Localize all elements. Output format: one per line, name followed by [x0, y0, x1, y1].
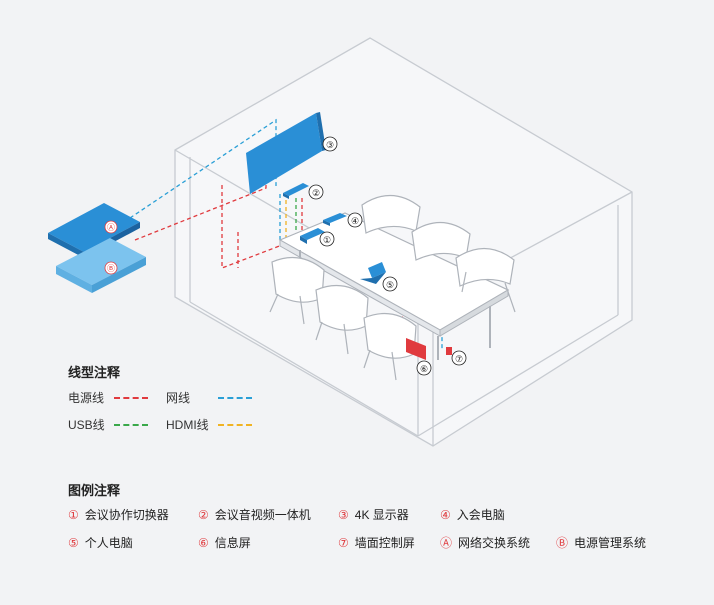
legend-item-power-manager: Ⓑ 电源管理系统 [556, 534, 646, 551]
usb-line-swatch [114, 424, 148, 426]
callout-A: Ⓐ [107, 223, 115, 232]
legend-label: 会议协作切换器 [84, 508, 169, 522]
line-label-usb: USB线 [68, 418, 105, 432]
callout-markers: Ⓐ Ⓑ ③ ② ④ ① ⑤ ⑥ ⑦ [104, 136, 467, 376]
legend-item-av-bar: ② 会议音视频一体机 [198, 506, 311, 523]
laptop-icon [360, 262, 386, 284]
legend-item-wall-control: ⑦ 墙面控制屏 [338, 534, 415, 551]
callout-6: ⑥ [420, 364, 428, 374]
callout-2: ② [312, 188, 320, 198]
line-types-title: 线型注释 [68, 365, 121, 380]
legend-label: 信息屏 [214, 536, 251, 550]
switcher-icon [300, 228, 325, 244]
info-screen-icon [406, 338, 426, 360]
legend-mark: ② [198, 507, 209, 522]
av-bar-icon [283, 183, 309, 199]
callout-1: ① [323, 235, 331, 245]
hdmi-line-swatch [218, 424, 252, 426]
legend-title: 图例注释 [68, 483, 121, 498]
wall-control-icon [446, 347, 452, 355]
power-line-swatch [114, 397, 148, 399]
line-label-hdmi: HDMI线 [166, 418, 209, 432]
callout-5: ⑤ [386, 280, 394, 290]
legend-item-network-switch: Ⓐ 网络交换系统 [440, 534, 530, 551]
network-line-swatch [218, 397, 252, 399]
chairs [269, 194, 516, 381]
legend-item-switcher: ① 会议协作切换器 [68, 506, 169, 523]
power-manager-device [56, 238, 146, 293]
callout-4: ④ [351, 216, 359, 226]
legend-mark: Ⓐ [440, 536, 453, 550]
line-label-power: 电源线 [68, 391, 105, 405]
legend-label: 个人电脑 [84, 536, 133, 550]
legend-label: 墙面控制屏 [354, 536, 415, 550]
legend-mark: ⑥ [198, 535, 209, 550]
legend-mark: ① [68, 507, 79, 522]
line-label-network: 网线 [166, 391, 191, 405]
legend-label: 网络交换系统 [458, 536, 531, 550]
legend-item-4k-display: ③ 4K 显示器 [338, 506, 409, 523]
callout-3: ③ [326, 140, 334, 150]
meeting-pc-icon [323, 213, 347, 226]
legend-mark: ③ [338, 507, 349, 522]
legend-label: 入会电脑 [456, 508, 505, 522]
legend-label: 电源管理系统 [574, 536, 647, 550]
legend-label: 会议音视频一体机 [214, 508, 311, 522]
legend-item-meeting-pc: ④ 入会电脑 [440, 506, 505, 523]
legend-label: 4K 显示器 [354, 508, 409, 522]
legend-mark: Ⓑ [556, 536, 569, 550]
callout-7: ⑦ [455, 354, 463, 364]
legend-item-info-screen: ⑥ 信息屏 [198, 534, 251, 551]
callout-B: Ⓑ [107, 264, 115, 273]
legend-mark: ⑤ [68, 535, 79, 550]
legend-mark: ⑦ [338, 535, 349, 550]
legend-mark: ④ [440, 507, 451, 522]
legend-item-personal-pc: ⑤ 个人电脑 [68, 534, 133, 551]
